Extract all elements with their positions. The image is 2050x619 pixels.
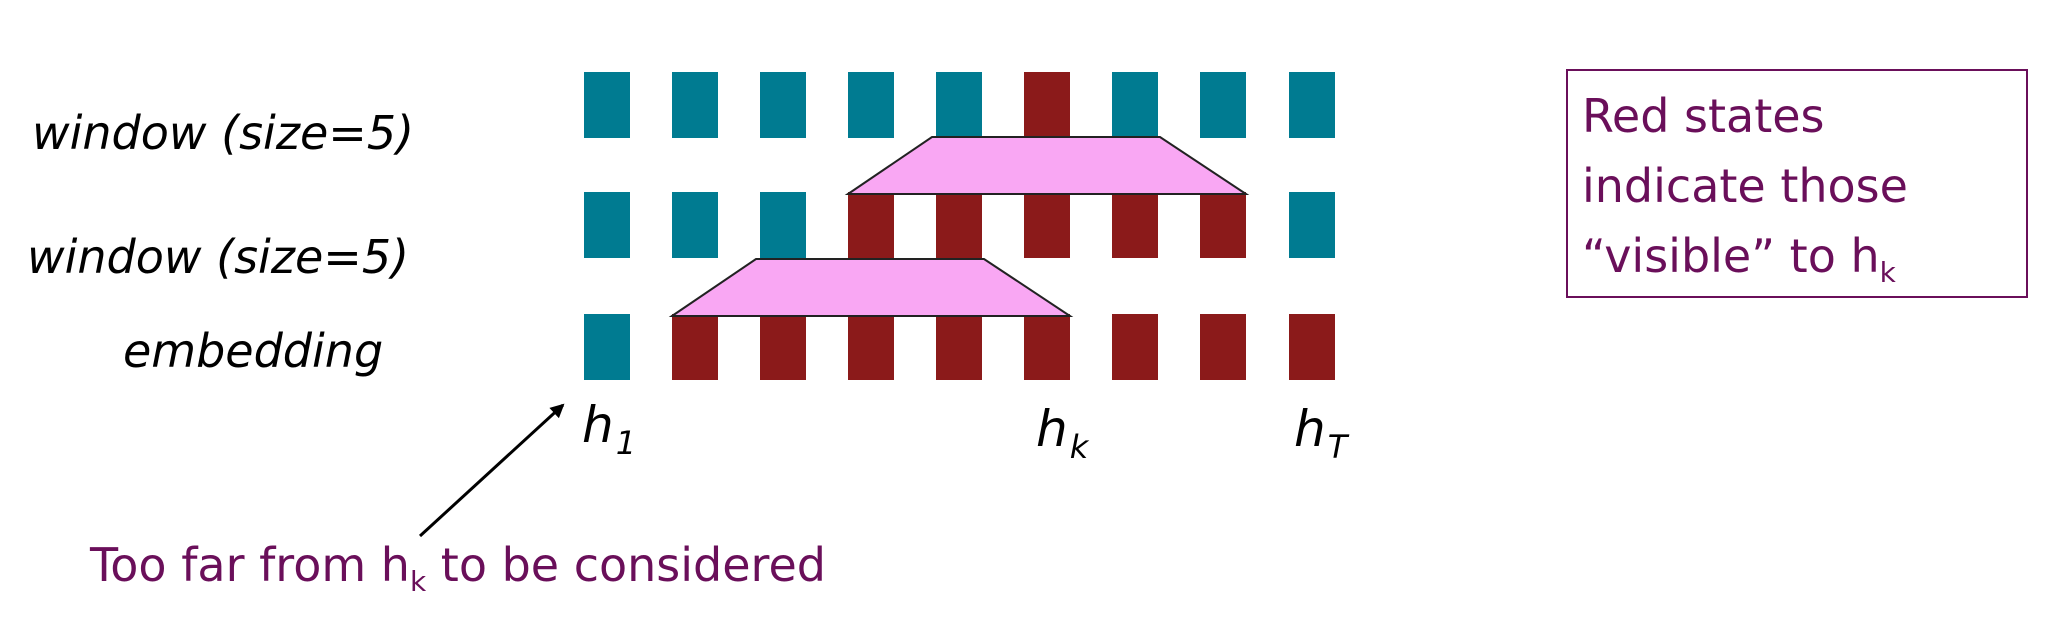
row-label-window-top: window (size=5) bbox=[32, 106, 415, 160]
state-cell-row3-col3-red bbox=[760, 314, 806, 380]
row-label-embedding: embedding bbox=[123, 324, 384, 378]
note-line-3: “visible” to hk bbox=[1582, 229, 1896, 289]
state-cell-row1-col3-teal bbox=[760, 72, 806, 138]
state-cell-row2-col7-red bbox=[1112, 192, 1158, 258]
state-cell-row3-col1-teal bbox=[584, 314, 630, 380]
state-grid bbox=[584, 72, 1335, 380]
state-cell-row3-col5-red bbox=[936, 314, 982, 380]
state-cell-row2-col5-red bbox=[936, 192, 982, 258]
state-label-h1: h1 bbox=[582, 396, 637, 462]
row-label-window-middle: window (size=5) bbox=[27, 230, 410, 284]
state-cell-row2-col4-red bbox=[848, 192, 894, 258]
state-cell-row3-col6-red bbox=[1024, 314, 1070, 380]
state-cell-row1-col6-red bbox=[1024, 72, 1070, 138]
state-cell-row1-col7-teal bbox=[1112, 72, 1158, 138]
state-cell-row2-col6-red bbox=[1024, 192, 1070, 258]
note-line-2: indicate those bbox=[1582, 159, 1908, 213]
caption-too-far: Too far from hk to be considered bbox=[90, 538, 826, 598]
window-trapezoid-1 bbox=[844, 136, 1250, 195]
state-cell-row1-col8-teal bbox=[1200, 72, 1246, 138]
state-cell-row3-col2-red bbox=[672, 314, 718, 380]
state-cell-row3-col9-red bbox=[1289, 314, 1335, 380]
state-cell-row2-col2-teal bbox=[672, 192, 718, 258]
state-label-hT: hT bbox=[1294, 400, 1348, 466]
state-cell-row1-col9-teal bbox=[1289, 72, 1335, 138]
state-cell-row1-col5-teal bbox=[936, 72, 982, 138]
state-cell-row2-col8-red bbox=[1200, 192, 1246, 258]
state-cell-row1-col1-teal bbox=[584, 72, 630, 138]
state-label-hk: hk bbox=[1036, 400, 1089, 466]
state-cell-row2-col1-teal bbox=[584, 192, 630, 258]
window-trapezoid-2 bbox=[668, 258, 1074, 317]
legend-note: Red states indicate those “visible” to h… bbox=[1566, 69, 2028, 298]
state-cell-row1-col4-teal bbox=[848, 72, 894, 138]
state-cell-row1-col2-teal bbox=[672, 72, 718, 138]
state-cell-row2-col9-teal bbox=[1289, 192, 1335, 258]
pointer-arrow bbox=[418, 403, 565, 538]
state-cell-row3-col7-red bbox=[1112, 314, 1158, 380]
state-cell-row3-col8-red bbox=[1200, 314, 1246, 380]
state-cell-row2-col3-teal bbox=[760, 192, 806, 258]
note-line-1: Red states bbox=[1582, 89, 1825, 143]
state-cell-row3-col4-red bbox=[848, 314, 894, 380]
window-spans bbox=[668, 136, 1250, 317]
